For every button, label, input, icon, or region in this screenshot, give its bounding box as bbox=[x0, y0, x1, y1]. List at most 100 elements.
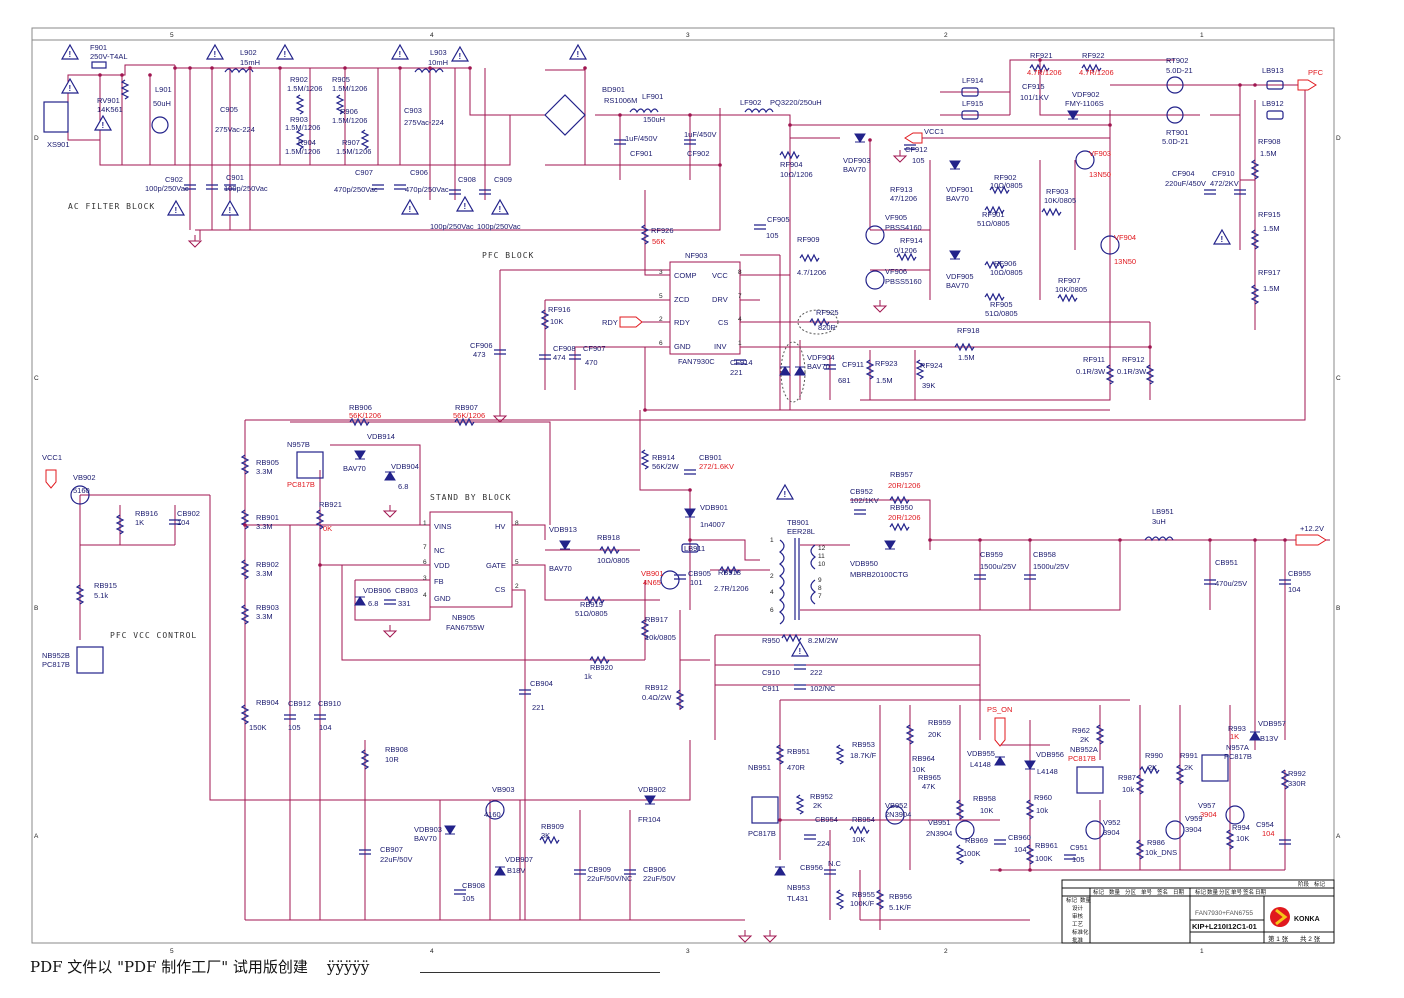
title-head-cell-right: 数量 bbox=[1207, 888, 1219, 896]
junction-dot bbox=[1028, 538, 1032, 542]
optocoupler-nb952a bbox=[1076, 766, 1104, 794]
resistor-rb921 bbox=[315, 509, 325, 530]
label-rb961v: 100K bbox=[1035, 854, 1053, 863]
junction-dot bbox=[1148, 345, 1152, 349]
warning-l902-glyph: ! bbox=[214, 50, 217, 59]
resistor-rb909 bbox=[539, 835, 560, 845]
label-nb952bv: PC817B bbox=[42, 660, 70, 669]
transistor-v957 bbox=[1225, 805, 1245, 825]
resistor-rf915 bbox=[1250, 229, 1260, 250]
junction-dot bbox=[210, 66, 214, 70]
label-vdf903v: BAV70 bbox=[843, 165, 866, 174]
resistor-rf916 bbox=[540, 309, 550, 330]
nb905-pin-vins: VINS bbox=[434, 522, 452, 531]
warning-c909-glyph: ! bbox=[499, 205, 502, 214]
label-rb905: RB905 bbox=[256, 458, 279, 467]
label-rb916: RB916 bbox=[135, 509, 158, 518]
label-rf908: RF908 bbox=[1258, 137, 1281, 146]
label-rf904v: 10Ω/1206 bbox=[780, 170, 813, 179]
capacitor-c954 bbox=[1279, 839, 1291, 845]
label-c901v: 100p/250Vac bbox=[224, 184, 268, 193]
capacitor-c907 bbox=[372, 184, 384, 190]
junction-dot bbox=[1253, 538, 1257, 542]
label-rf901: RF901 bbox=[982, 210, 1005, 219]
label-vdf901: VDF901 bbox=[946, 185, 974, 194]
label-r950: R950 bbox=[762, 636, 780, 645]
warning-c906-icon bbox=[400, 198, 420, 215]
label-r992: R992 bbox=[1288, 769, 1306, 778]
svg-text:10: 10 bbox=[818, 561, 826, 568]
label-xs901: XS901 bbox=[47, 140, 70, 149]
optocoupler-n957a bbox=[1201, 754, 1229, 782]
warning-r950-glyph: ! bbox=[799, 647, 802, 656]
resistor-rf907 bbox=[1057, 293, 1078, 303]
label-c905: C905 bbox=[220, 105, 238, 114]
title-role-row: 审核 bbox=[1072, 912, 1084, 920]
label-rb914v: 56K/2W bbox=[652, 462, 680, 471]
label-vdb956v: L4148 bbox=[1037, 767, 1058, 776]
label-cb910v: 104 bbox=[319, 723, 332, 732]
label-vdb903: VDB903 bbox=[414, 825, 442, 834]
junction-dot bbox=[188, 66, 192, 70]
label-cb907v: 22uF/50V bbox=[380, 855, 413, 864]
capacitor-c905 bbox=[206, 184, 218, 190]
label-vdb914v: BAV70 bbox=[343, 464, 366, 473]
label-rf912v: 0.1R/3W bbox=[1117, 367, 1147, 376]
label-r990v: 2K bbox=[1148, 763, 1157, 772]
label-r993: R993 bbox=[1228, 724, 1246, 733]
konka-logo-mark-icon bbox=[1275, 908, 1288, 926]
label-rf917v: 1.5M bbox=[1263, 284, 1280, 293]
label-rf923: RF923 bbox=[875, 359, 898, 368]
title-right-head: 标记 bbox=[1314, 880, 1326, 888]
label-cb958v: 1500u/25V bbox=[1033, 562, 1069, 571]
port-rdy-label: RDY bbox=[602, 318, 618, 327]
label-vdf904: VDF904 bbox=[807, 353, 835, 362]
label-cb912: CB912 bbox=[288, 699, 311, 708]
label-rf918v: 1.5M bbox=[958, 353, 975, 362]
port-vcc1: VCC1 bbox=[904, 127, 944, 144]
label-r905: R905 bbox=[332, 75, 350, 84]
label-cb910: CB910 bbox=[318, 699, 341, 708]
capacitor-cb902 bbox=[169, 519, 181, 525]
resistor-rf914 bbox=[896, 252, 917, 262]
ground-cb903-icon bbox=[382, 625, 398, 638]
label-v952: V952 bbox=[1103, 818, 1121, 827]
label-cb956v: N.C bbox=[828, 859, 842, 868]
nb905-pin-cs: CS bbox=[495, 585, 505, 594]
resistor-rb912 bbox=[675, 689, 685, 710]
label-c902: C902 bbox=[165, 175, 183, 184]
label-rf924: RF924 bbox=[920, 361, 943, 370]
label-c909v: 100p/250Vac bbox=[477, 222, 521, 231]
label-lb912: LB912 bbox=[1262, 99, 1284, 108]
junction-dot bbox=[173, 66, 177, 70]
inductor-lb951 bbox=[1144, 536, 1174, 542]
label-r905v: 1.5M/1206 bbox=[332, 84, 367, 93]
svg-text:B: B bbox=[34, 605, 38, 612]
port-rdy: RDY bbox=[602, 316, 643, 328]
resistor-rb908 bbox=[360, 749, 370, 770]
resistor-r992 bbox=[1280, 769, 1290, 790]
label-v957: V957 bbox=[1198, 801, 1216, 810]
title-brand: KONKA bbox=[1294, 916, 1320, 923]
ic-nb905: NB905 FAN6755W VINS NC VDD FB GND HV GAT… bbox=[423, 511, 519, 632]
label-vdb901v: 1n4007 bbox=[700, 520, 725, 529]
label-r991v: 2K bbox=[1184, 763, 1193, 772]
nf903-num-zcd: 5 bbox=[659, 293, 663, 300]
inductor-l901 bbox=[151, 116, 169, 134]
label-n957b: N957B bbox=[287, 440, 310, 449]
label-rb901v: 3.3M bbox=[256, 522, 273, 531]
resistor-rb916 bbox=[115, 514, 125, 535]
resistor-rb969 bbox=[955, 844, 965, 865]
resistor-rb905 bbox=[240, 454, 250, 475]
label-r902: R902 bbox=[290, 75, 308, 84]
junction-dot bbox=[688, 538, 692, 542]
nb905-num-vdd: 6 bbox=[423, 559, 427, 566]
label-rb954v: 10K bbox=[852, 835, 865, 844]
label-rf908v: 1.5M bbox=[1260, 149, 1277, 158]
label-rf909v: 4.7/1206 bbox=[797, 268, 826, 277]
ground-tb-gnd-icon bbox=[737, 930, 753, 943]
label-rf907v: 10K/0805 bbox=[1055, 285, 1087, 294]
nf903-pin-vcc: VCC bbox=[712, 271, 728, 280]
label-c954v: 104 bbox=[1262, 829, 1275, 838]
